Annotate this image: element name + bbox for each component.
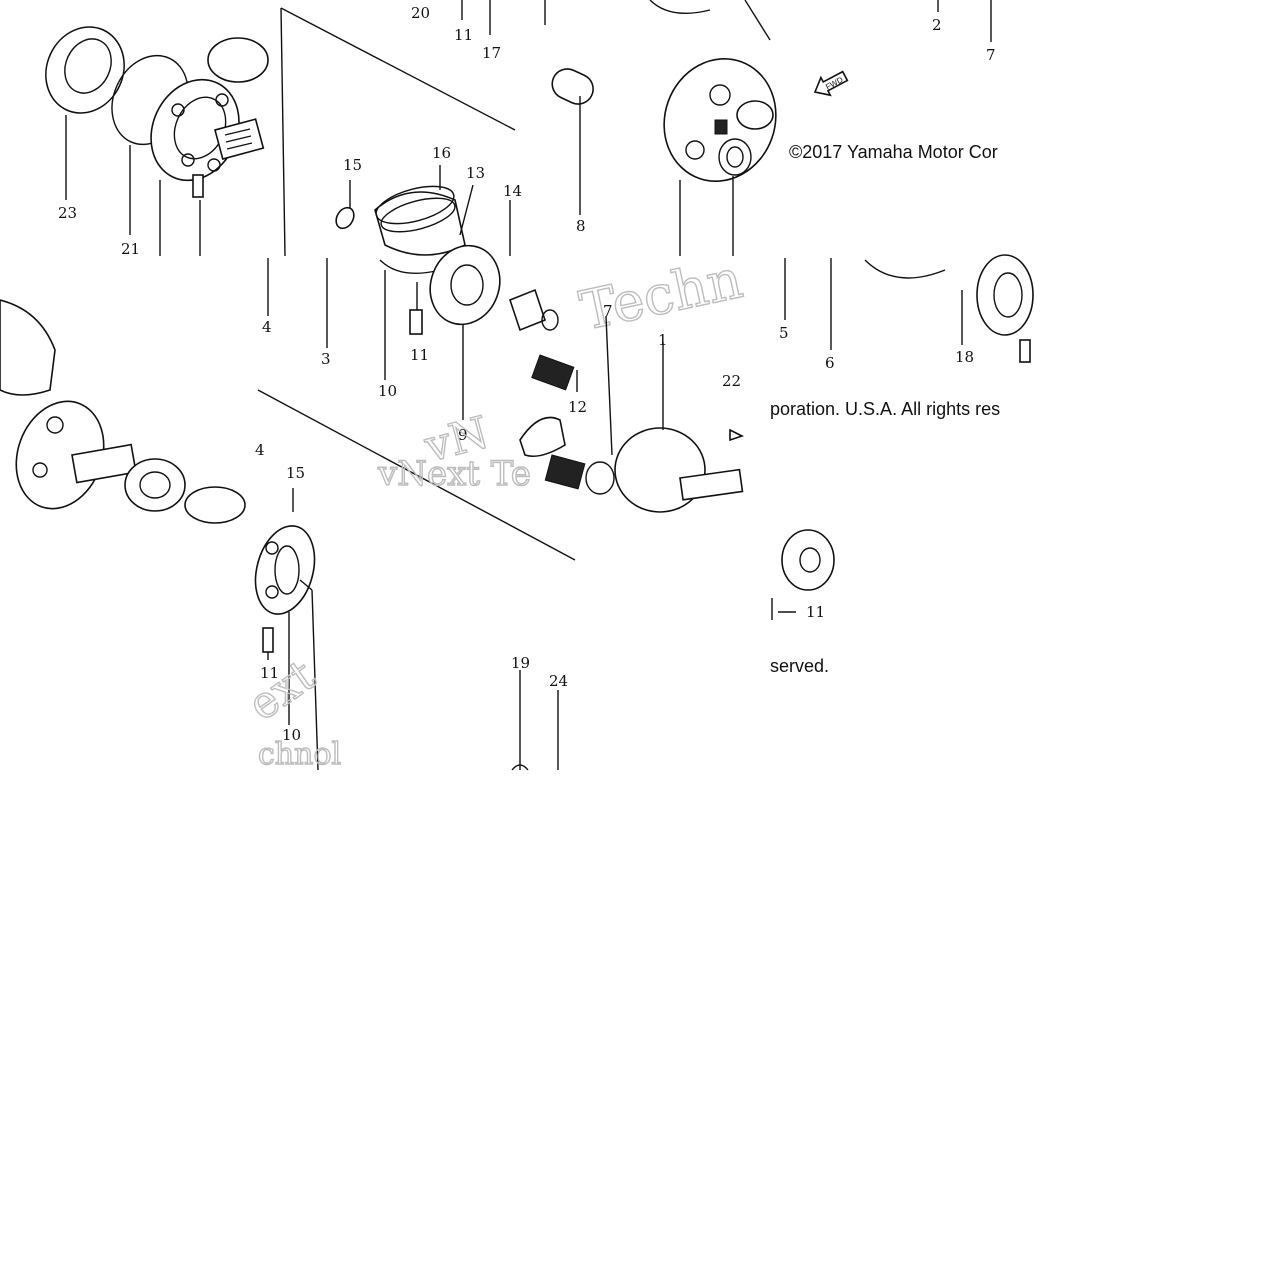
callout-24: 24 bbox=[549, 672, 568, 690]
tile-second-row: 4 3 10 11 9 12 7 1 bbox=[0, 244, 1034, 561]
callout-5: 5 bbox=[779, 324, 789, 342]
bearing-10-low bbox=[254, 525, 319, 771]
callout-9: 9 bbox=[458, 426, 468, 444]
callout-16: 16 bbox=[432, 144, 451, 162]
callout-8: 8 bbox=[576, 217, 586, 235]
callout-23: 23 bbox=[58, 204, 77, 222]
callout-10: 10 bbox=[378, 382, 397, 400]
bearing-top bbox=[150, 78, 240, 256]
copyright-line-2: poration. U.S.A. All rights res bbox=[770, 399, 1000, 419]
callout-6: 6 bbox=[825, 354, 835, 372]
callout-3: 3 bbox=[321, 350, 331, 368]
callout-13: 13 bbox=[466, 164, 485, 182]
callout-12: 12 bbox=[568, 398, 587, 416]
crank-web-1 bbox=[519, 342, 744, 513]
tile-third-row: 4 15 11 10 11 served. 19 24 ext chnol bbox=[238, 441, 835, 773]
callout-18: 18 bbox=[955, 348, 974, 366]
bearing-18 bbox=[864, 254, 1034, 363]
crank-web-top bbox=[544, 0, 777, 256]
callout-1: 1 bbox=[658, 331, 668, 349]
tile-top-row: 23 21 20 11 17 15 16 13 14 8 bbox=[45, 0, 998, 343]
callout-11-low: 11 bbox=[260, 664, 279, 682]
crankshaft-left bbox=[0, 299, 246, 524]
callout-7-top: 7 bbox=[986, 46, 996, 64]
watermark-chnol: chnol bbox=[258, 737, 341, 772]
oil-seal-23 bbox=[45, 26, 125, 200]
callout-19: 19 bbox=[511, 654, 530, 672]
callout-4-low: 4 bbox=[255, 441, 265, 459]
watermark-ext: ext bbox=[239, 650, 325, 731]
callout-15-top: 15 bbox=[343, 156, 362, 174]
callout-10-low: 10 bbox=[282, 726, 301, 744]
fwd-arrow-icon: FWD bbox=[813, 70, 849, 97]
callout-7-mid: 7 bbox=[603, 302, 613, 320]
callout-2: 2 bbox=[932, 16, 942, 34]
bearing-right-low bbox=[771, 529, 835, 620]
callout-11-top: 11 bbox=[454, 26, 473, 44]
piston-assembly bbox=[280, 7, 594, 257]
callout-22: 22 bbox=[722, 372, 741, 390]
needle-bearing-12 bbox=[531, 354, 578, 392]
bearing-9 bbox=[429, 244, 501, 420]
callout-11-mid: 11 bbox=[410, 346, 429, 364]
callout-14-top: 14 bbox=[503, 182, 522, 200]
callout-21: 21 bbox=[121, 240, 140, 258]
callout-20: 20 bbox=[411, 4, 430, 22]
copyright-line-3: served. bbox=[770, 656, 829, 676]
callout-11-right: 11 bbox=[806, 603, 825, 621]
callout-17: 17 bbox=[482, 44, 501, 62]
callout-15-low: 15 bbox=[286, 464, 305, 482]
copyright-line-1: ©2017 Yamaha Motor Cor bbox=[789, 142, 998, 162]
watermark-techn: Techn bbox=[575, 247, 748, 343]
watermark-vnext-te: vNext Te bbox=[377, 454, 531, 494]
callout-4: 4 bbox=[262, 318, 272, 336]
crank-shaft-stub bbox=[207, 37, 269, 160]
